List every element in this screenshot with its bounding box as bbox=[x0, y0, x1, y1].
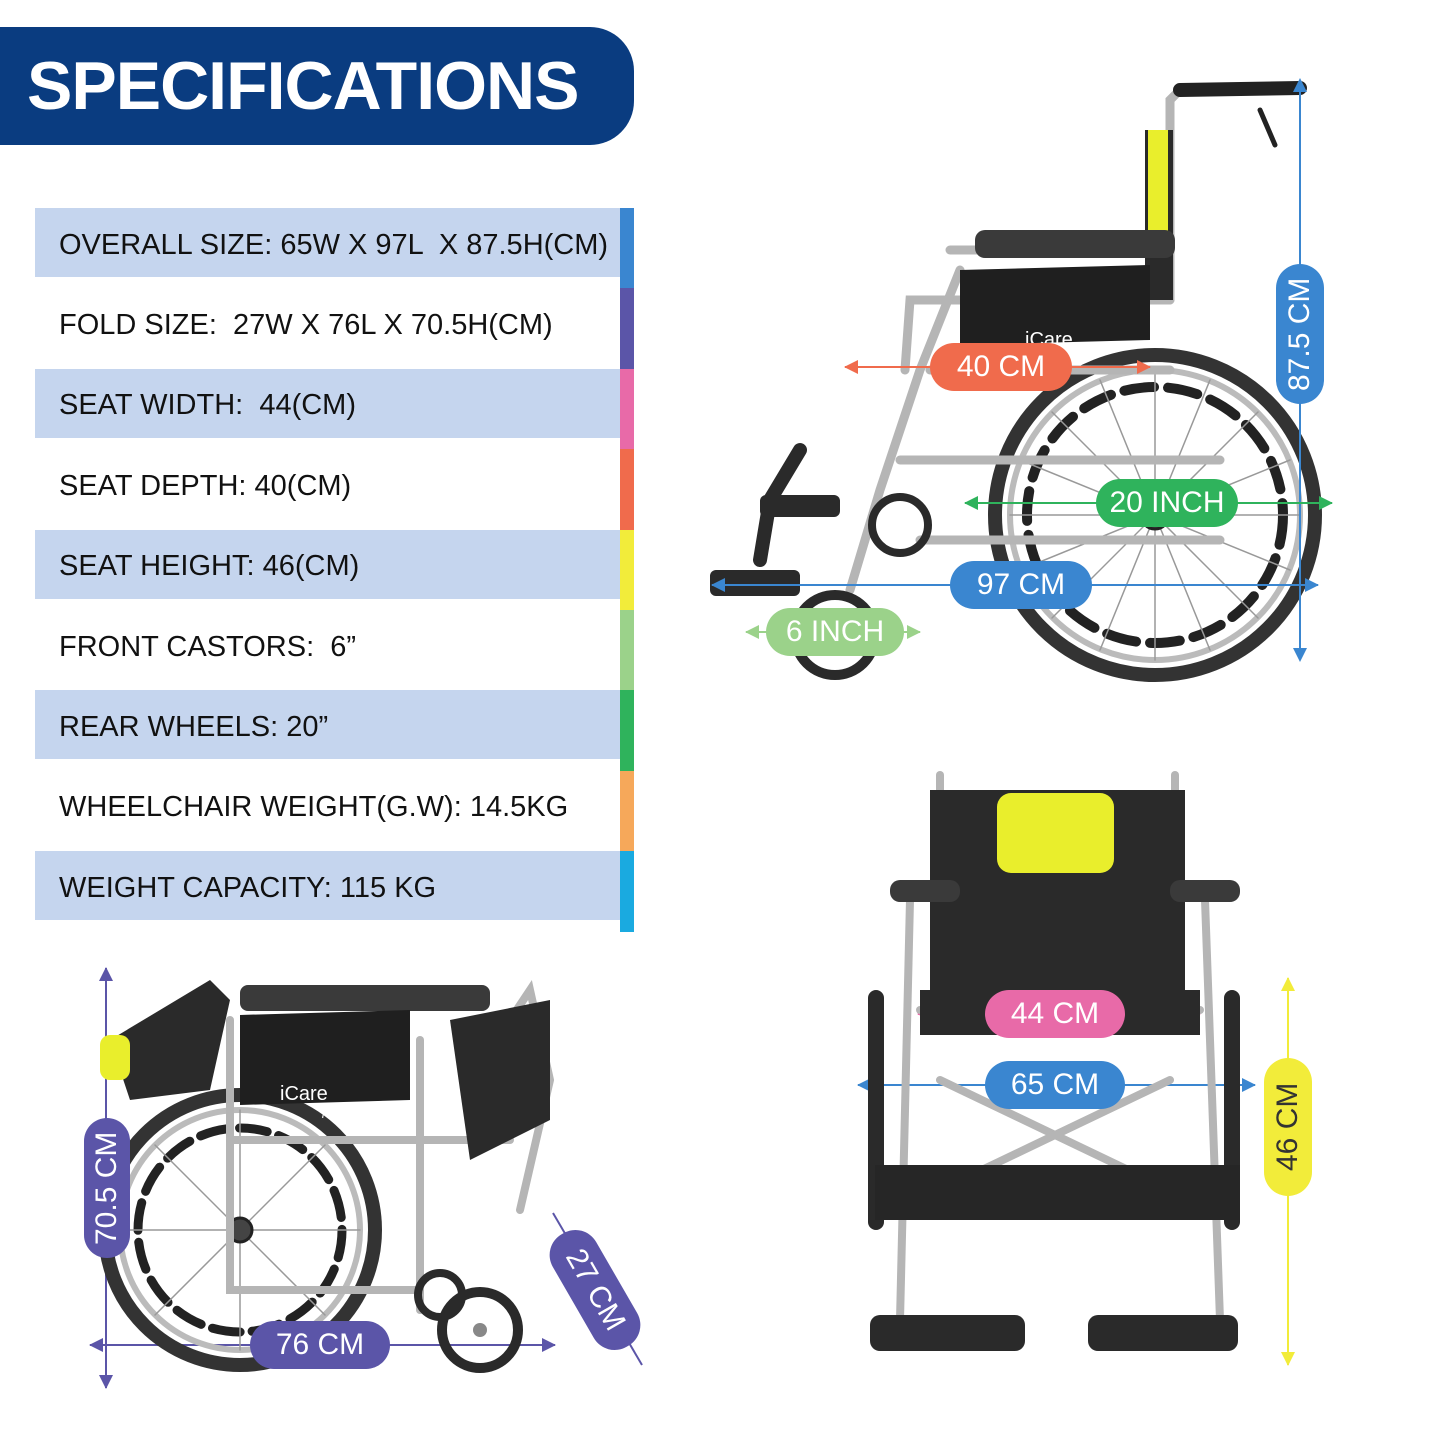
spec-accent-bar bbox=[620, 690, 634, 771]
folded-wheelchair: iCare 7999 bbox=[98, 979, 555, 1373]
tag-folded-height: 70.5 CM bbox=[84, 1118, 130, 1258]
spec-accent-bar bbox=[620, 851, 634, 932]
header-banner: SPECIFICATIONS bbox=[0, 27, 634, 145]
spec-accent-bar bbox=[620, 609, 634, 691]
spec-text: SEAT WIDTH: 44(CM) bbox=[59, 389, 356, 422]
tag-overall-length: 97 CM bbox=[950, 561, 1092, 609]
tag-rear-wheel: 20 INCH bbox=[1096, 479, 1238, 527]
spec-row-seat-depth: SEAT DEPTH: 40(CM) bbox=[35, 449, 634, 530]
spec-accent-bar bbox=[620, 770, 634, 852]
spec-accent-bar bbox=[620, 208, 634, 289]
spec-text: FOLD SIZE: 27W X 76L X 70.5H(CM) bbox=[59, 309, 553, 342]
spec-row-front-castors: FRONT CASTORS: 6” bbox=[35, 609, 634, 691]
spec-accent-bar bbox=[620, 449, 634, 530]
tag-seat-height: 46 CM bbox=[1264, 1058, 1312, 1196]
side-view-wheelchair: iCare bbox=[710, 81, 1322, 682]
page-title: SPECIFICATIONS bbox=[27, 48, 579, 124]
tag-folded-length: 76 CM bbox=[250, 1321, 390, 1369]
spec-row-wheelchair-weight: WHEELCHAIR WEIGHT(G.W): 14.5KG bbox=[35, 770, 634, 852]
spec-accent-bar bbox=[620, 368, 634, 450]
spec-row-weight-capacity: WEIGHT CAPACITY: 115 KG bbox=[35, 851, 634, 932]
folded-phone-number: 7999 bbox=[320, 1107, 347, 1121]
spec-row-rear-wheels: REAR WHEELS: 20” bbox=[35, 690, 634, 771]
spec-row-overall-size: OVERALL SIZE: 65W X 97L X 87.5H(CM) bbox=[35, 208, 634, 289]
spec-row-seat-width: SEAT WIDTH: 44(CM) bbox=[35, 368, 634, 450]
spec-list: OVERALL SIZE: 65W X 97L X 87.5H(CM) FOLD… bbox=[35, 208, 634, 932]
spec-row-seat-height: SEAT HEIGHT: 46(CM) bbox=[35, 529, 634, 610]
spec-accent-bar bbox=[620, 529, 634, 610]
tag-overall-width: 65 CM bbox=[985, 1061, 1125, 1109]
spec-text: FRONT CASTORS: 6” bbox=[59, 630, 357, 663]
spec-text: SEAT HEIGHT: 46(CM) bbox=[59, 550, 360, 583]
spec-text: REAR WHEELS: 20” bbox=[59, 711, 329, 744]
spec-row-fold-size: FOLD SIZE: 27W X 76L X 70.5H(CM) bbox=[35, 288, 634, 369]
spec-accent-bar bbox=[620, 288, 634, 369]
spec-text: OVERALL SIZE: 65W X 97L X 87.5H(CM) bbox=[59, 228, 609, 261]
spec-text: WEIGHT CAPACITY: 115 KG bbox=[59, 871, 437, 904]
tag-overall-height: 87.5 CM bbox=[1276, 264, 1324, 404]
spec-text: WHEELCHAIR WEIGHT(G.W): 14.5KG bbox=[59, 791, 569, 824]
tag-seat-depth: 40 CM bbox=[930, 343, 1072, 391]
tag-front-castor: 6 INCH bbox=[766, 608, 904, 656]
tag-seat-width: 44 CM bbox=[985, 990, 1125, 1038]
folded-brand-logo: iCare bbox=[280, 1083, 328, 1105]
spec-text: SEAT DEPTH: 40(CM) bbox=[59, 469, 352, 502]
